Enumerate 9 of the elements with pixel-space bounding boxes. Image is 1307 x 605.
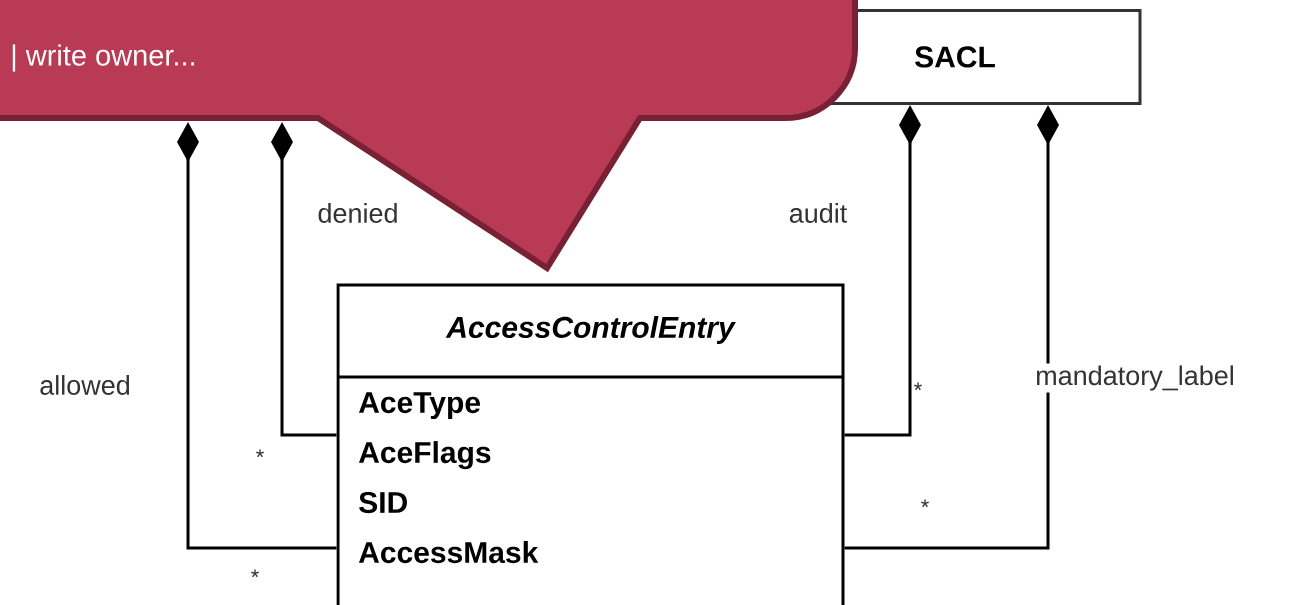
role-label: allowed (37, 373, 133, 397)
multiplicity-label: * (921, 499, 929, 508)
multiplicity-label: * (914, 382, 922, 391)
role-label: mandatory_label (1033, 363, 1237, 393)
class-box: AccessControlEntry AceType AceFlags SID AccessMask (336, 283, 845, 605)
multiplicity-label: * (256, 449, 264, 458)
role-label: audit (786, 201, 850, 225)
role-label: denied (315, 201, 401, 225)
multiplicity-label: * (251, 569, 259, 578)
